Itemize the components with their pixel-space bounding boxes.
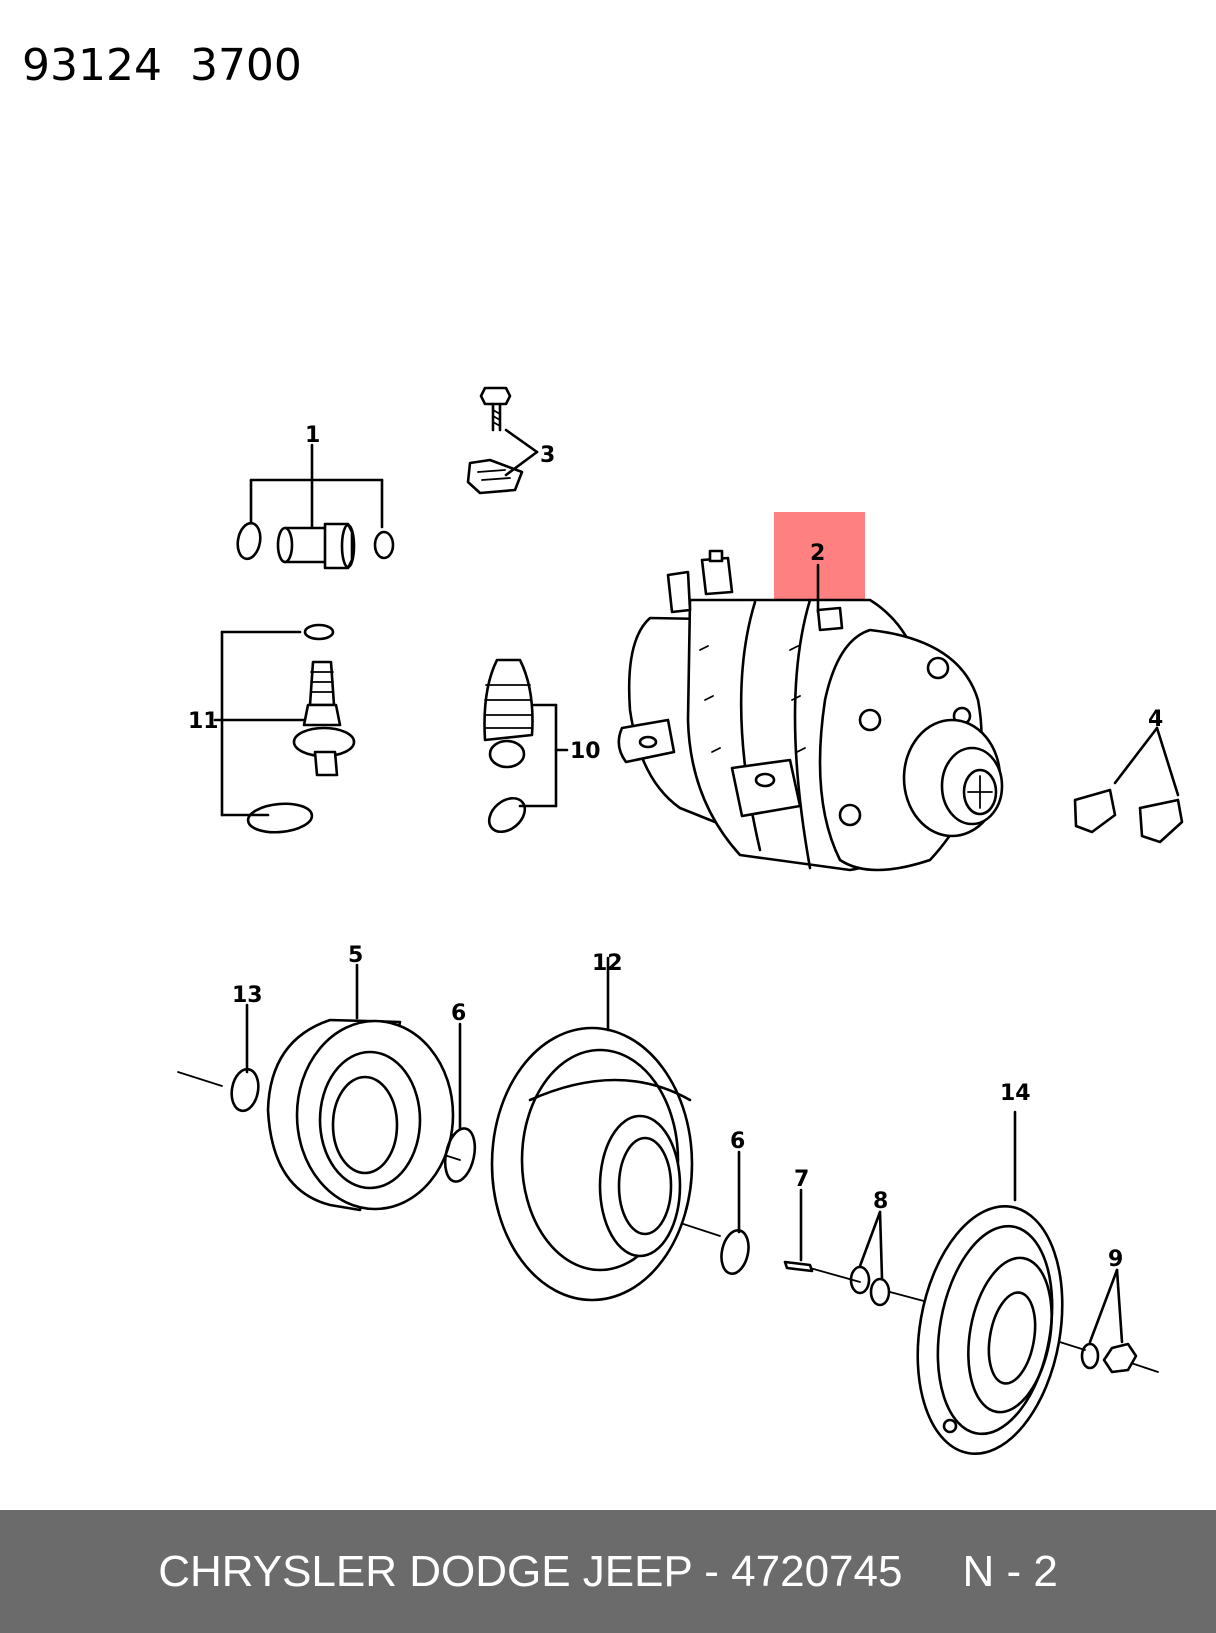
callout-6b: 6 <box>730 1129 745 1154</box>
part-12-pulley[interactable] <box>490 956 694 1302</box>
part-6-snap-ring-b[interactable] <box>718 1150 753 1276</box>
callout-10: 10 <box>570 739 601 764</box>
part-5-field-coil[interactable] <box>266 963 455 1212</box>
callout-5: 5 <box>348 943 363 968</box>
part-10-relief[interactable] <box>483 658 569 839</box>
part-1-valve[interactable] <box>235 443 395 570</box>
diagram-code: 93124 3700 <box>22 40 302 91</box>
part-2-compressor[interactable] <box>617 549 1004 872</box>
part-3-bolt-bracket[interactable] <box>466 386 539 495</box>
part-8-shims[interactable] <box>849 1210 891 1307</box>
callout-7: 7 <box>794 1167 809 1192</box>
callout-3: 3 <box>540 443 555 468</box>
callout-4: 4 <box>1148 707 1163 732</box>
part-14-armature[interactable] <box>899 1110 1080 1465</box>
callout-8: 8 <box>873 1189 888 1214</box>
footer-bar: CHRYSLER DODGE JEEP - 4720745 N - 2 <box>0 1510 1216 1633</box>
footer-position-text: N - 2 <box>962 1546 1058 1596</box>
footer-part-text: CHRYSLER DODGE JEEP - 4720745 <box>158 1546 903 1596</box>
callout-2: 2 <box>810 541 825 566</box>
part-13-snap-ring[interactable] <box>229 1003 262 1113</box>
callout-14: 14 <box>1000 1081 1031 1106</box>
highlight-box <box>774 512 865 602</box>
callout-1: 1 <box>305 423 320 448</box>
part-9-washer-nut[interactable] <box>1080 1268 1138 1374</box>
part-6-snap-ring-a[interactable] <box>441 1022 480 1184</box>
callout-11: 11 <box>188 709 219 734</box>
part-11-service-valve[interactable] <box>213 623 356 835</box>
callout-6a: 6 <box>451 1001 466 1026</box>
callout-9: 9 <box>1108 1247 1123 1272</box>
parts-diagram: 93124 3700 <box>22 40 1184 1465</box>
part-7-key[interactable] <box>783 1188 814 1273</box>
callout-13: 13 <box>232 983 263 1008</box>
part-4-shims[interactable] <box>1073 726 1184 844</box>
callout-12: 12 <box>592 951 623 976</box>
